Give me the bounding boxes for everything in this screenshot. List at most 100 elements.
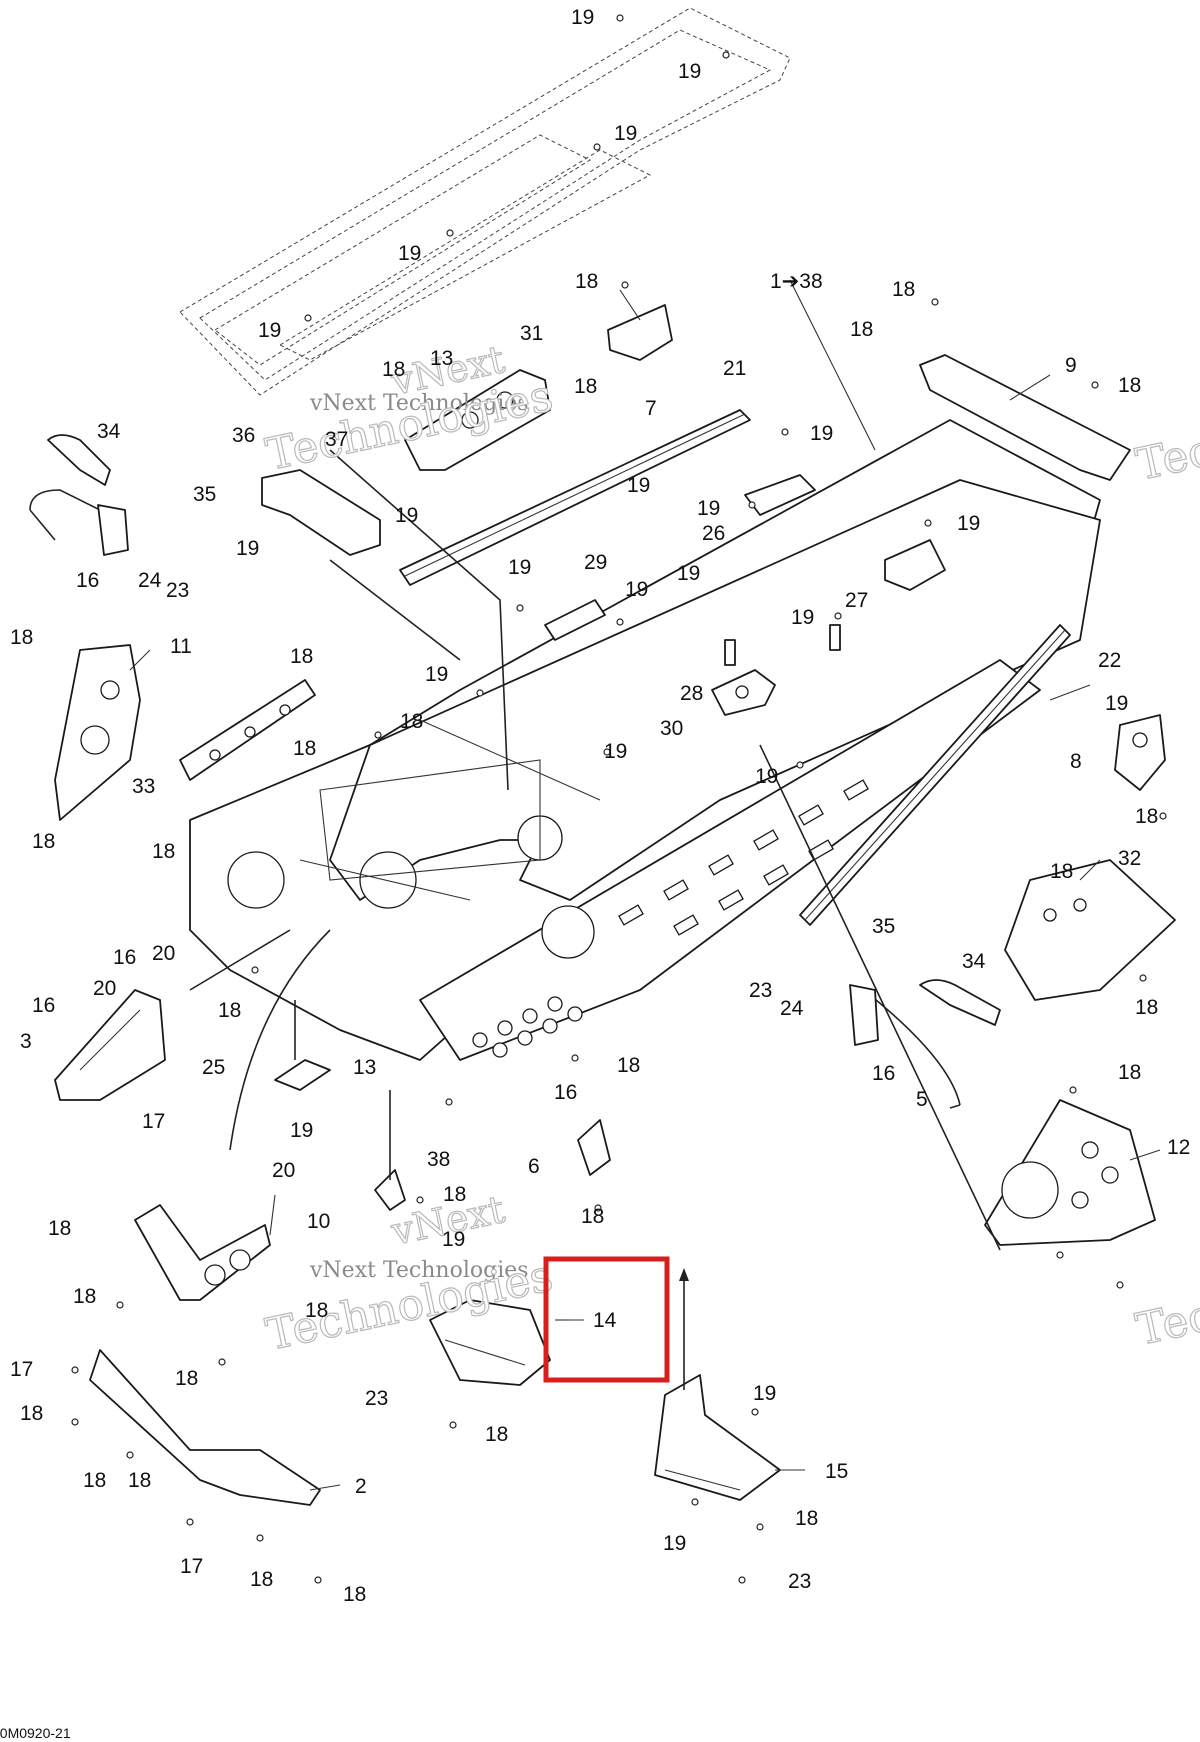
callout-label: 31 bbox=[520, 322, 543, 345]
callout-label: 23 bbox=[166, 579, 189, 602]
callout-label: 17 bbox=[142, 1110, 165, 1133]
callout-label: 19 bbox=[236, 537, 259, 560]
callout-label: 16 bbox=[872, 1062, 895, 1085]
bracket-26 bbox=[744, 474, 816, 516]
callout-label: 18 bbox=[48, 1217, 71, 1240]
callout-label: 19 bbox=[678, 60, 701, 83]
callout-label: 19 bbox=[627, 474, 650, 497]
bracket-27 bbox=[884, 539, 946, 591]
callout-label: 10 bbox=[307, 1210, 330, 1233]
callout-label: 20 bbox=[93, 977, 116, 1000]
callout-label: 18 bbox=[250, 1568, 273, 1591]
callout-label: 18 bbox=[218, 999, 241, 1022]
callout-label: 22 bbox=[1098, 649, 1121, 672]
callout-label: 12 bbox=[1167, 1136, 1190, 1159]
callout-label: 19 bbox=[571, 6, 594, 29]
bracket-30 bbox=[711, 669, 776, 716]
callout-label: 16 bbox=[554, 1081, 577, 1104]
callout-label: 19 bbox=[290, 1119, 313, 1142]
callout-label: 1➔38 bbox=[770, 270, 823, 293]
callout-label: 18 bbox=[20, 1402, 43, 1425]
callout-label: 19 bbox=[957, 512, 980, 535]
callout-label: 38 bbox=[427, 1148, 450, 1171]
callout-label: 27 bbox=[845, 589, 868, 612]
bracket-8 bbox=[1114, 714, 1166, 791]
callout-label: 18 bbox=[443, 1183, 466, 1206]
callout-label: 18 bbox=[795, 1507, 818, 1530]
callout-label: 13 bbox=[353, 1056, 376, 1079]
callout-labels: 19 19 19 19 19 18 1➔38 18 18 31 13 18 18… bbox=[10, 6, 1190, 1606]
callout-label: 19 bbox=[753, 1382, 776, 1405]
callout-label: 23 bbox=[788, 1570, 811, 1593]
bracket-36 bbox=[261, 469, 381, 556]
callout-label: 18 bbox=[850, 318, 873, 341]
callout-label: 20 bbox=[152, 942, 175, 965]
drawing-code: 30M0920-21 bbox=[0, 1725, 71, 1741]
callout-label: 26 bbox=[702, 522, 725, 545]
footrest-14 bbox=[429, 1299, 551, 1386]
callout-label: 19 bbox=[258, 319, 281, 342]
callout-label: 24 bbox=[780, 997, 804, 1020]
callout-label: 36 bbox=[232, 424, 255, 447]
watermark-text: Technologies bbox=[1132, 380, 1200, 490]
callout-label: 19 bbox=[395, 504, 418, 527]
callout-label: 19 bbox=[508, 556, 531, 579]
bolt-markers bbox=[71, 14, 1167, 1584]
callout-label: 18 bbox=[293, 737, 316, 760]
callout-label: 19 bbox=[1105, 692, 1128, 715]
callout-label: 19 bbox=[791, 606, 814, 629]
footrest-15 bbox=[654, 1374, 781, 1501]
callout-label: 2 bbox=[355, 1475, 367, 1498]
callout-label: 15 bbox=[825, 1460, 848, 1483]
callout-label: 19 bbox=[663, 1532, 686, 1555]
leader-lines bbox=[129, 279, 1161, 1491]
tunnel-top-plate bbox=[179, 7, 791, 396]
callout-label: 18 bbox=[617, 1054, 640, 1077]
callout-label: 19 bbox=[614, 122, 637, 145]
callout-label: 18 bbox=[1135, 805, 1158, 828]
callout-label: 28 bbox=[680, 682, 703, 705]
callout-label: 19 bbox=[425, 663, 448, 686]
callout-label: 13 bbox=[430, 347, 453, 370]
callout-label: 19 bbox=[810, 422, 833, 445]
callout-label: 18 bbox=[400, 710, 423, 733]
bracket-13 bbox=[274, 1059, 331, 1091]
callout-label: 18 bbox=[83, 1469, 106, 1492]
slide-rail-21 bbox=[399, 409, 751, 586]
pin-28 bbox=[724, 624, 841, 666]
callout-label: 17 bbox=[10, 1358, 33, 1381]
bracket-3 bbox=[54, 989, 166, 1101]
callout-label: 29 bbox=[584, 551, 607, 574]
callout-label: 18 bbox=[343, 1583, 366, 1606]
bracket-38 bbox=[374, 1169, 406, 1211]
callout-label: 18 bbox=[1050, 860, 1073, 883]
arrow-14 bbox=[679, 1268, 689, 1390]
callout-label: 18 bbox=[574, 375, 597, 398]
callout-label: 19 bbox=[442, 1228, 465, 1251]
callout-label: 16 bbox=[32, 994, 55, 1017]
bracket-31 bbox=[404, 369, 551, 471]
bracket-2 bbox=[89, 1349, 321, 1506]
callout-label: 35 bbox=[872, 915, 895, 938]
highlight-box bbox=[543, 1256, 670, 1383]
callout-label: 18 bbox=[1118, 374, 1141, 397]
callout-label: 24 bbox=[138, 569, 162, 592]
plate-32 bbox=[1004, 859, 1176, 1001]
callout-label: 18 bbox=[10, 626, 33, 649]
callout-label: 19 bbox=[625, 578, 648, 601]
callout-label: 21 bbox=[723, 357, 746, 380]
callout-label: 18 bbox=[485, 1423, 508, 1446]
callout-label: 35 bbox=[193, 483, 216, 506]
callout-label: 9 bbox=[1065, 354, 1077, 377]
highlighted-callout-14: 14 bbox=[593, 1309, 617, 1332]
watermark-text: Technologies bbox=[1132, 1245, 1200, 1355]
watermark-text: vNext Technologies bbox=[309, 1258, 529, 1283]
callout-label: 18 bbox=[1118, 1061, 1141, 1084]
bracket-6 bbox=[577, 1119, 611, 1176]
bracket-33 bbox=[179, 679, 316, 781]
bracket-10 bbox=[134, 1204, 271, 1301]
plate-12 bbox=[984, 1099, 1156, 1246]
callout-label: 16 bbox=[76, 569, 99, 592]
callout-label: 18 bbox=[290, 645, 313, 668]
callout-label: 16 bbox=[113, 946, 136, 969]
